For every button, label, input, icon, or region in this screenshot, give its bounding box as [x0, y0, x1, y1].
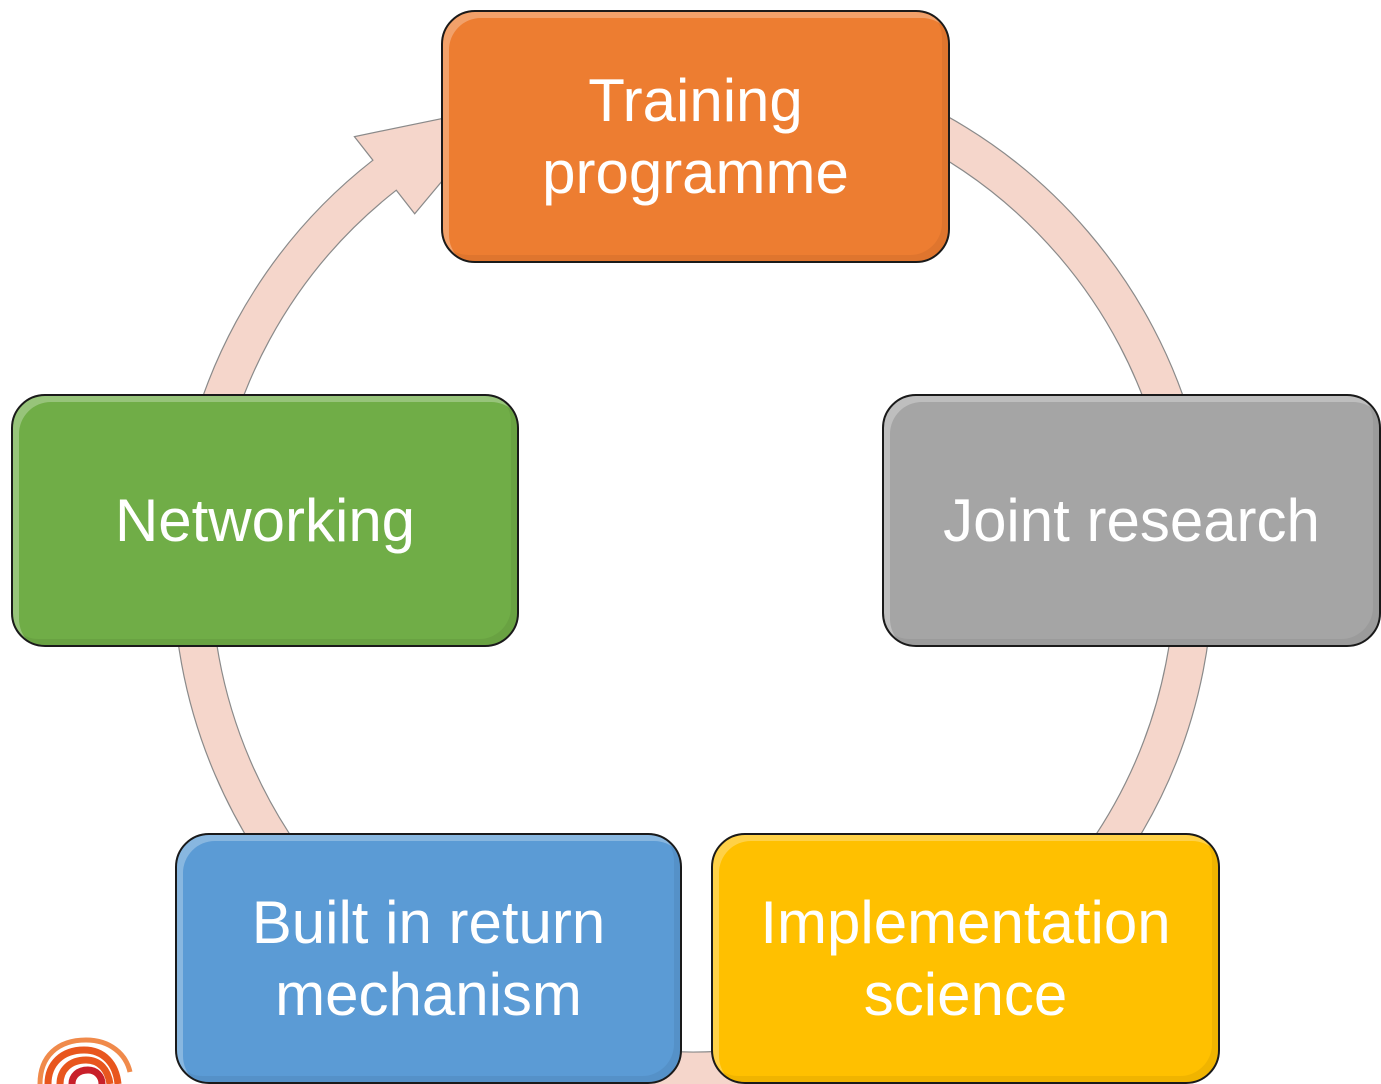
node-networking: Networking: [11, 394, 519, 647]
node-training-label: Training programme: [542, 66, 849, 206]
node-built-in-return-mechanism: Built in return mechanism: [175, 833, 682, 1084]
node-implementation-science: Implementation science: [711, 833, 1220, 1084]
logo-icon: [37, 1037, 133, 1084]
node-return-label: Built in return mechanism: [251, 888, 606, 1028]
node-training-programme: Training programme: [441, 10, 950, 263]
node-networking-label: Networking: [114, 486, 416, 554]
node-joint-research: Joint research: [882, 394, 1381, 647]
node-joint-label: Joint research: [943, 486, 1320, 554]
node-implementation-label: Implementation science: [760, 888, 1171, 1028]
